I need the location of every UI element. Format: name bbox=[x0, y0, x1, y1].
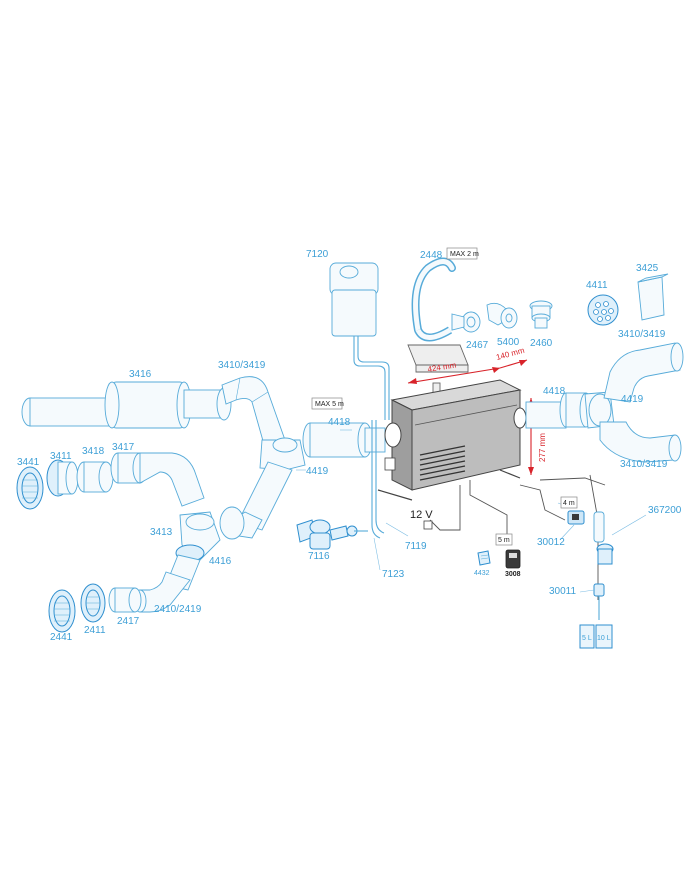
label-2417: 2417 bbox=[117, 616, 140, 627]
vent-2411 bbox=[80, 583, 106, 623]
duct-4418-left bbox=[302, 422, 386, 458]
filter-367200 bbox=[593, 511, 614, 565]
label-2448: 2448 bbox=[420, 250, 443, 261]
t-piece-4419-right bbox=[584, 391, 615, 429]
pipe-7119 bbox=[371, 420, 385, 539]
part-2467 bbox=[451, 311, 481, 333]
label-3410-left: 3410/3419 bbox=[218, 360, 266, 371]
elbow-3410-lower-right bbox=[599, 421, 682, 463]
tag-4m: 4 m bbox=[560, 496, 578, 509]
label-3410-right-top: 3410/3419 bbox=[618, 329, 666, 340]
grille-4411 bbox=[587, 294, 619, 326]
fuel-pickup-30011 bbox=[593, 583, 605, 620]
water-tank-7120 bbox=[329, 262, 390, 420]
grille-3411 bbox=[46, 459, 79, 497]
label-2467: 2467 bbox=[466, 340, 489, 351]
duct-3416 bbox=[21, 381, 232, 429]
elbow-3410-upper-right bbox=[603, 342, 684, 403]
exhaust-hose-2448 bbox=[411, 257, 456, 342]
label-7120: 7120 bbox=[306, 249, 329, 260]
label-4432: 4432 bbox=[474, 570, 490, 577]
connector-3417 bbox=[110, 452, 205, 507]
label-3410-right-bottom: 3410/3419 bbox=[620, 459, 668, 470]
vent-3441 bbox=[16, 466, 44, 510]
part-2460 bbox=[529, 300, 553, 329]
mounting-bracket bbox=[407, 344, 469, 366]
label-5400: 5400 bbox=[497, 337, 520, 348]
leader-lines bbox=[296, 429, 647, 593]
switch-30012 bbox=[567, 510, 585, 525]
elbow-3410-left bbox=[221, 376, 286, 449]
label-4418-left: 4418 bbox=[328, 417, 351, 428]
label-4416: 4416 bbox=[209, 556, 232, 567]
svg-text:4 m: 4 m bbox=[563, 500, 575, 507]
dim-height: 277 mm bbox=[538, 433, 547, 462]
duct-diagonal bbox=[219, 461, 293, 540]
pump-7116 bbox=[296, 519, 358, 550]
label-4418-right: 4418 bbox=[543, 386, 566, 397]
heater-unit bbox=[377, 344, 527, 501]
svg-text:MAX 2 m: MAX 2 m bbox=[450, 251, 479, 258]
tank-10l-label: 10 L bbox=[597, 635, 611, 642]
power-plug bbox=[423, 520, 433, 530]
label-3417: 3417 bbox=[112, 442, 135, 453]
label-7119: 7119 bbox=[405, 541, 427, 552]
label-7123: 7123 bbox=[382, 569, 405, 580]
label-3418-a: 3418 bbox=[82, 446, 105, 457]
wiring bbox=[429, 474, 606, 600]
label-30012: 30012 bbox=[537, 537, 565, 548]
tank-5l-label: 5 L bbox=[582, 635, 592, 642]
label-4419-left: 4419 bbox=[306, 466, 329, 477]
dim-depth: 140 mm bbox=[495, 346, 526, 362]
svg-text:MAX 5 m: MAX 5 m bbox=[315, 401, 344, 408]
label-367200: 367200 bbox=[648, 505, 682, 516]
sensor-4432 bbox=[477, 550, 491, 566]
label-3411: 3411 bbox=[50, 451, 72, 462]
cover-3425 bbox=[637, 273, 669, 321]
tag-max-2m: MAX 2 m bbox=[446, 247, 479, 260]
label-3425: 3425 bbox=[636, 263, 659, 274]
t-piece-4419-left bbox=[259, 437, 306, 471]
label-4411: 4411 bbox=[586, 280, 608, 291]
part-5400 bbox=[486, 302, 518, 329]
duct-4418-right bbox=[525, 392, 593, 429]
tanks: 5 L 10 L bbox=[579, 624, 613, 649]
connector-2417 bbox=[108, 587, 142, 613]
ring-3418 bbox=[76, 461, 114, 493]
vent-2441 bbox=[48, 589, 76, 633]
tag-5m: 5 m bbox=[495, 533, 513, 546]
power-12v-label: 12 V bbox=[410, 509, 433, 521]
label-3416: 3416 bbox=[129, 369, 152, 380]
label-3008: 3008 bbox=[505, 571, 521, 578]
label-7116: 7116 bbox=[308, 551, 330, 562]
label-2441: 2441 bbox=[50, 632, 73, 643]
label-30011: 30011 bbox=[549, 586, 577, 597]
tag-max-5m: MAX 5 m bbox=[311, 397, 344, 410]
label-3413: 3413 bbox=[150, 527, 173, 538]
duct-system-left bbox=[16, 376, 386, 633]
svg-text:5 m: 5 m bbox=[498, 537, 510, 544]
label-2460: 2460 bbox=[530, 338, 553, 349]
label-3441: 3441 bbox=[17, 457, 40, 468]
duct-system-right bbox=[525, 342, 684, 463]
label-2410: 2410/2419 bbox=[154, 604, 202, 615]
label-4419-right: 4419 bbox=[621, 394, 644, 405]
label-2411: 2411 bbox=[84, 625, 106, 636]
control-panel-3008 bbox=[505, 549, 521, 569]
